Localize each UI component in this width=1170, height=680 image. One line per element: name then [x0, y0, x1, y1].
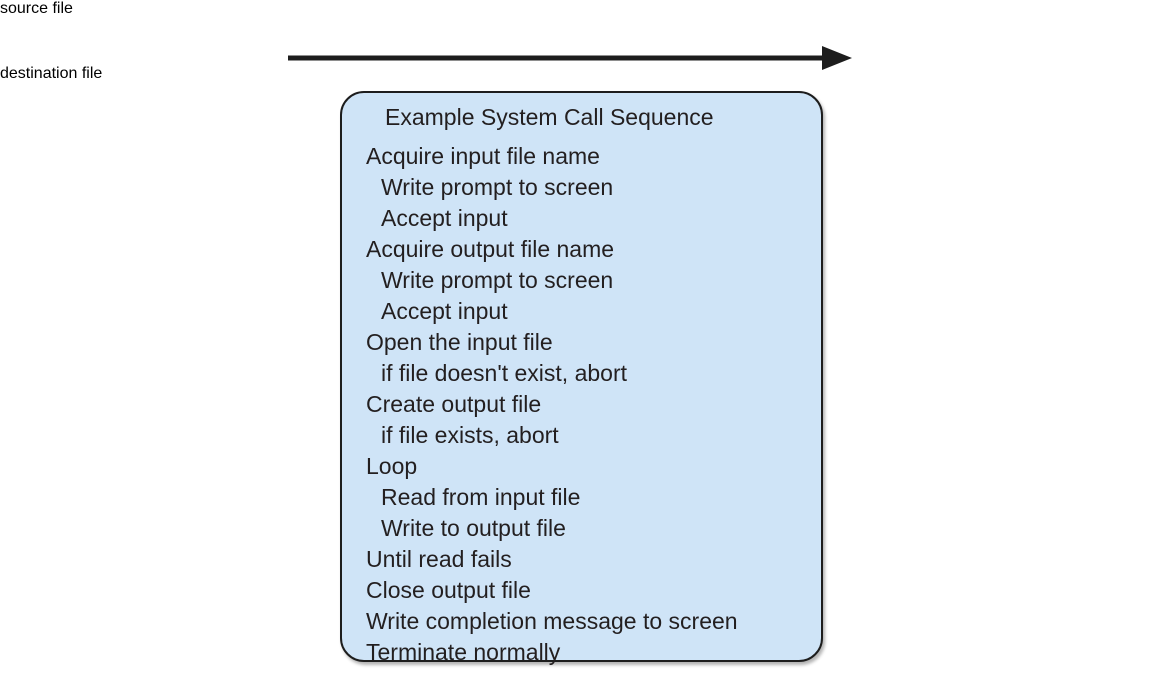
sequence-step: Acquire output file name	[366, 236, 615, 262]
sequence-panel-title: Example System Call Sequence	[385, 104, 714, 130]
sequence-step: Write to output file	[381, 515, 566, 541]
destination-file-box: destination file	[0, 65, 215, 130]
source-file-label: source file	[0, 0, 73, 17]
sequence-step: Read from input file	[381, 484, 581, 510]
sequence-step: Terminate normally	[366, 639, 561, 665]
sequence-step: Until read fails	[366, 546, 512, 572]
system-call-sequence-panel: Example System Call Sequence Acquire inp…	[340, 91, 823, 665]
sequence-step: Acquire input file name	[366, 143, 600, 169]
destination-file-label: destination file	[0, 65, 103, 82]
sequence-step: Accept input	[381, 298, 508, 324]
source-file-box: source file	[0, 0, 185, 65]
sequence-step: Create output file	[366, 391, 542, 417]
sequence-step: Loop	[366, 453, 418, 479]
sequence-step: Open the input file	[366, 329, 553, 355]
sequence-step: Write completion message to screen	[366, 608, 738, 634]
sequence-step: if file exists, abort	[381, 422, 559, 448]
sequence-step: Accept input	[381, 205, 508, 231]
right-arrow-icon	[288, 46, 852, 70]
sequence-step: Write prompt to screen	[381, 174, 614, 200]
sequence-step: if file doesn't exist, abort	[381, 360, 628, 386]
sequence-step: Close output file	[366, 577, 531, 603]
sequence-step: Write prompt to screen	[381, 267, 614, 293]
